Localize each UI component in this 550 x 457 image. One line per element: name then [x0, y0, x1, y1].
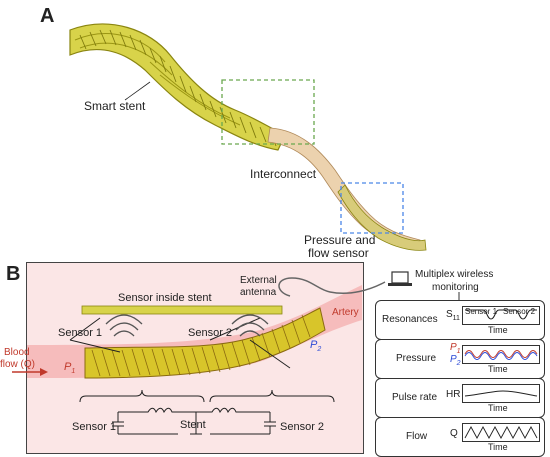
stent-bottom-label: Stent — [180, 419, 206, 431]
blood-flow-label-line2: flow (Q) — [0, 359, 35, 370]
flow-label: Flow — [406, 431, 428, 442]
pulse-rate-time-label: Time — [488, 403, 508, 413]
interconnect-label: Interconnect — [250, 167, 317, 181]
sensor1-bottom-label: Sensor 1 — [72, 421, 117, 433]
sensor1-top-label: Sensor 1 — [58, 327, 103, 339]
smart-stent-label: Smart stent — [84, 99, 146, 113]
panel-b-letter: B — [6, 263, 21, 285]
flow-time-label: Time — [488, 442, 508, 452]
laptop-icon — [388, 271, 412, 286]
green-dashed-highlight — [221, 79, 315, 145]
s11-axis-label: S11 — [446, 309, 460, 323]
pressure-sensor-label-line1: Pressure and — [304, 233, 376, 247]
sensor2-bottom-label: Sensor 2 — [280, 421, 325, 433]
pressure-sensor-strip — [337, 184, 427, 251]
resonances-plot: Resonances S11 Sensor 1 Sensor 2 Time — [375, 300, 545, 340]
flow-plot: Flow Q Time — [375, 417, 545, 457]
resonances-mini-plot: Sensor 1 Sensor 2 — [462, 306, 540, 325]
artery-label: Artery — [332, 307, 359, 318]
multiplex-label-line1: Multiplex wireless — [415, 269, 494, 280]
pressure-label: Pressure — [396, 353, 437, 364]
pressure-mini-plot — [462, 345, 540, 364]
p2-label: P2 — [310, 339, 322, 354]
sensor2-top-label: Sensor 2 — [188, 327, 233, 339]
external-antenna-label-line1: External — [240, 275, 277, 286]
external-antenna-label-line2: antenna — [240, 287, 277, 298]
antenna-cable — [278, 277, 386, 297]
blood-flow-label-line1: Blood — [4, 347, 30, 358]
resonances-time-label: Time — [488, 325, 508, 335]
q-axis-label: Q — [450, 428, 458, 439]
stent-in-artery — [84, 307, 326, 379]
flow-mini-plot — [462, 423, 540, 442]
sensor1-legend: Sensor 1 — [465, 307, 498, 316]
pulse-rate-plot: Pulse rate HR Time — [375, 378, 545, 418]
pulse-rate-mini-plot — [462, 384, 540, 403]
sensor-inside-stent-label: Sensor inside stent — [118, 292, 212, 304]
smart-stent-illustration — [69, 23, 286, 151]
hr-axis-label: HR — [446, 389, 461, 400]
blue-dashed-highlight — [340, 182, 404, 234]
multiplex-label-line2: monitoring — [432, 282, 479, 293]
resonances-label: Resonances — [382, 314, 438, 325]
pressure-plot: Pressure P1 P2 Time — [375, 339, 545, 379]
pressure-time-label: Time — [488, 364, 508, 374]
pulse-rate-label: Pulse rate — [392, 392, 438, 403]
p1-axis-label: P1 — [450, 342, 461, 356]
panel-a-letter: A — [40, 5, 55, 27]
p1-label: P1 — [64, 361, 76, 376]
sensor-inside-stent-bar — [81, 305, 283, 315]
sensor2-legend: Sensor 2 — [503, 307, 536, 316]
p2-axis-label: P2 — [450, 354, 461, 368]
pressure-sensor-label-line2: flow sensor — [308, 246, 369, 260]
